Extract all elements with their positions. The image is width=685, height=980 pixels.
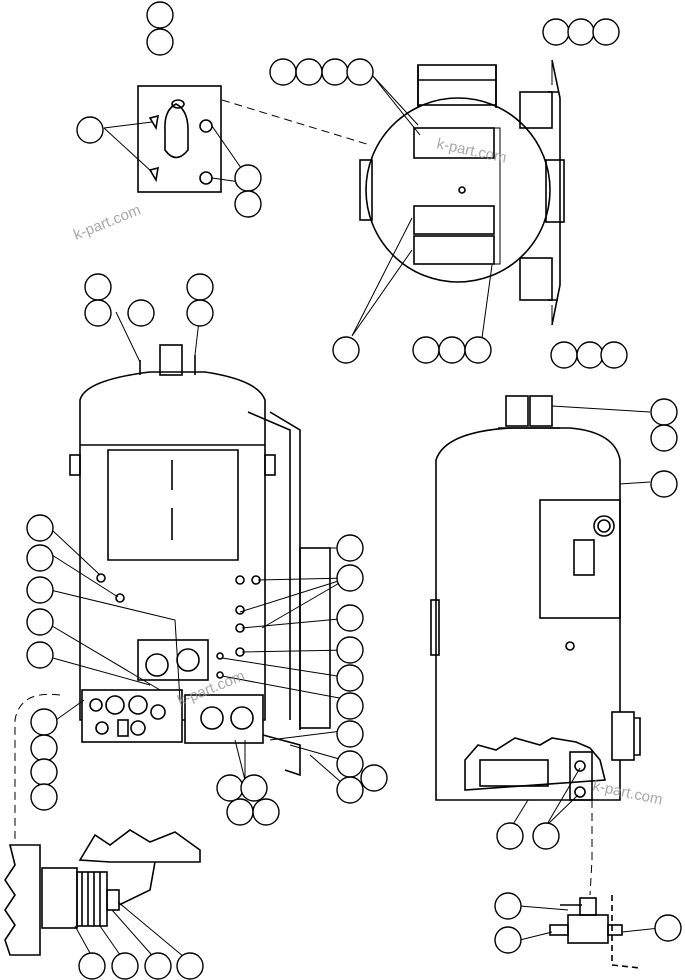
callout-bubble [542, 18, 570, 46]
callout-bubble [494, 892, 522, 920]
callout-bubble [464, 336, 492, 364]
tank-side-view [430, 395, 651, 896]
callout-bubble [550, 341, 578, 369]
callout-bubble [30, 734, 58, 762]
callout-bubble [295, 58, 323, 86]
callout-bubble [336, 692, 364, 720]
callout-bubble [127, 299, 155, 327]
callout-bubble [30, 783, 58, 811]
callout-bubble [240, 774, 268, 802]
callout-bubble [30, 708, 58, 736]
callout-bubble [336, 720, 364, 748]
watermark: k-part.com [435, 135, 508, 166]
callout-bubble [146, 1, 174, 29]
tank-top-view [351, 59, 565, 339]
callout-bubble [226, 798, 254, 826]
callout-bubble [494, 926, 522, 954]
callout-bubble [26, 608, 54, 636]
callout-bubble [438, 336, 466, 364]
callout-bubble [84, 273, 112, 301]
watermark: k-part.com [71, 201, 143, 243]
callout-bubble [654, 914, 682, 942]
callout-bubble [186, 299, 214, 327]
callout-bubble [336, 604, 364, 632]
callout-bubble [234, 190, 262, 218]
callout-bubble [76, 116, 104, 144]
callout-bubble [26, 544, 54, 572]
callout-bubble [650, 424, 678, 452]
callout-bubble [321, 58, 349, 86]
callout-bubble [412, 336, 440, 364]
callout-bubble [650, 470, 678, 498]
callout-bubble [216, 774, 244, 802]
callout-bubble [234, 164, 262, 192]
callout-bubble [186, 273, 214, 301]
callout-bubble [650, 398, 678, 426]
callout-bubble [336, 664, 364, 692]
callout-bubble [496, 822, 524, 850]
callout-bubble [146, 28, 174, 56]
callout-bubbles [26, 1, 682, 980]
callout-bubble [269, 58, 297, 86]
callout-bubble [332, 336, 360, 364]
callout-bubble [600, 341, 628, 369]
callout-bubble [26, 576, 54, 604]
callout-bubble [84, 299, 112, 327]
callout-bubble [567, 18, 595, 46]
callout-bubble [144, 952, 172, 980]
drain-valve-detail [519, 895, 661, 969]
callout-bubble [360, 764, 388, 792]
watermark: k-part.com [591, 777, 664, 808]
callout-bubble [336, 750, 364, 778]
tank-front-view [14, 311, 351, 840]
callout-bubble [111, 952, 139, 980]
callout-bubble [336, 776, 364, 804]
callout-bubble [78, 952, 106, 980]
callout-bubble [252, 798, 280, 826]
callout-bubble [576, 341, 604, 369]
callout-bubble [592, 18, 620, 46]
callout-bubble [30, 758, 58, 786]
callout-bubble [336, 534, 364, 562]
callout-bubble [336, 564, 364, 592]
callout-bubble [346, 58, 374, 86]
callout-bubble [532, 822, 560, 850]
callout-bubble [176, 952, 204, 980]
filter-detail [4, 829, 201, 963]
callout-bubble [336, 636, 364, 664]
callout-bubble [26, 641, 54, 669]
callout-bubble [26, 514, 54, 542]
